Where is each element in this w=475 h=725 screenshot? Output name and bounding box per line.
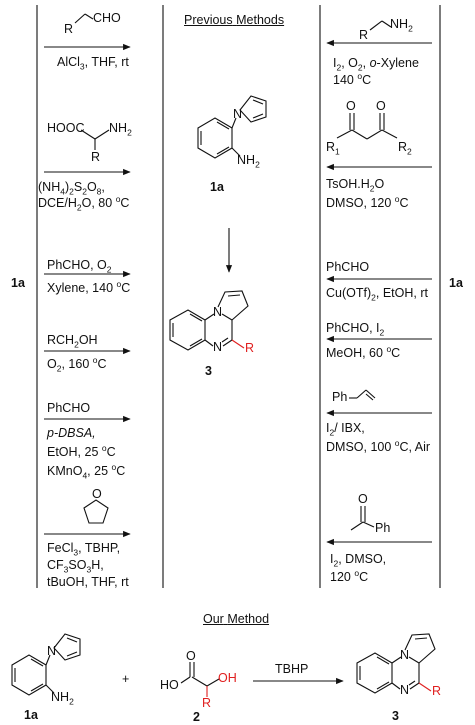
atom-n-3-bottom-top: N — [400, 648, 410, 662]
amino-acid-structure — [80, 129, 110, 150]
compound-label-1a: 1a — [210, 180, 224, 194]
atom-n-1a: N — [233, 107, 243, 121]
amine-structure — [369, 20, 392, 31]
compound-label-2: 2 — [193, 710, 200, 724]
compound-label-3-bottom: 3 — [392, 709, 399, 723]
oxidant-label: TBHP — [275, 662, 309, 676]
compound-label-3: 3 — [205, 364, 212, 378]
previous-methods-heading: Previous Methods — [184, 13, 285, 27]
structure-3-bottom — [356, 633, 436, 694]
side-label-left: 1a — [11, 276, 25, 290]
atom-r-3-bottom: R — [432, 684, 442, 698]
atom-n-3-bottom-lower: N — [400, 683, 410, 697]
atom-n-1a-bottom: N — [47, 644, 57, 658]
structure-1a-bottom — [11, 633, 81, 696]
atom-oh-2: OH — [218, 671, 237, 685]
atom-n-3-bottom: N — [213, 340, 223, 354]
plus-sign: + — [122, 672, 130, 686]
aldehyde-structure — [74, 13, 94, 24]
structure-1a-top — [197, 95, 267, 159]
compound-label-1a-bottom: 1a — [24, 708, 38, 722]
atom-ho-2: HO — [160, 678, 179, 692]
atom-r-2: R — [202, 696, 212, 710]
diketone-structure — [336, 113, 398, 140]
our-method-heading: Our Method — [203, 612, 270, 626]
atom-n-3-top: N — [213, 305, 223, 319]
thf-structure — [83, 499, 109, 524]
atom-o-2: O — [186, 649, 196, 663]
structure-3-top — [169, 290, 249, 351]
side-label-right: 1a — [449, 276, 463, 290]
atom-r-3: R — [245, 341, 255, 355]
styrene-structure — [349, 389, 376, 401]
acetophenone-structure — [350, 506, 375, 531]
atom-nh2-1a: NH2 — [237, 153, 260, 170]
structure-2 — [180, 662, 220, 697]
atom-nh2-1a-bottom: NH2 — [51, 690, 74, 707]
